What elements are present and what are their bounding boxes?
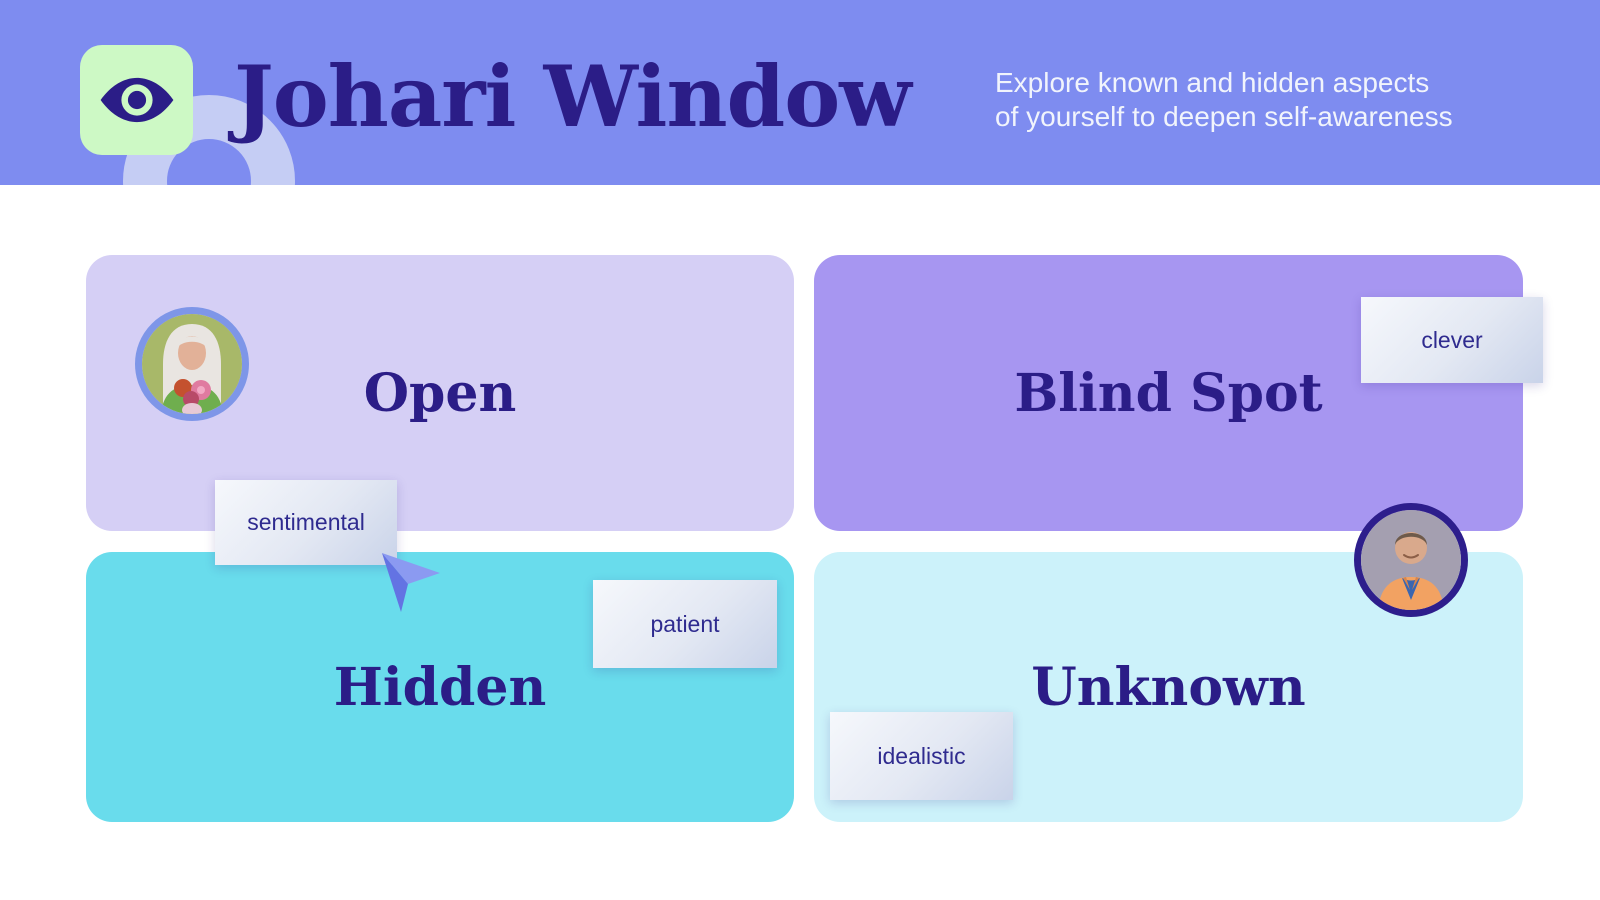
quadrant-hidden-title: Hidden bbox=[333, 656, 547, 718]
note-patient[interactable]: patient bbox=[593, 580, 777, 668]
person-orange-blazer-avatar bbox=[1361, 510, 1461, 610]
page-subtitle: Explore known and hidden aspects of your… bbox=[995, 66, 1453, 134]
page-title: Johari Window bbox=[234, 47, 912, 146]
collaborator-avatar-orange-blazer bbox=[1354, 503, 1468, 617]
page-subtitle-line-2: of yourself to deepen self-awareness bbox=[995, 101, 1453, 132]
quadrant-open-title: Open bbox=[363, 362, 517, 424]
note-sentimental[interactable]: sentimental bbox=[215, 480, 397, 565]
quadrant-unknown-title: Unknown bbox=[1031, 656, 1306, 718]
note-idealistic[interactable]: idealistic bbox=[830, 712, 1013, 800]
eye-icon bbox=[100, 77, 173, 123]
app-logo bbox=[80, 45, 193, 155]
woman-with-flowers-avatar bbox=[142, 314, 242, 414]
quadrant-blind-spot-title: Blind Spot bbox=[1014, 362, 1323, 424]
collaborator-avatar-woman-with-flowers bbox=[135, 307, 249, 421]
collaborator-cursor-icon bbox=[382, 553, 440, 612]
header-banner: Johari Window Explore known and hidden a… bbox=[0, 0, 1600, 185]
note-clever[interactable]: clever bbox=[1361, 297, 1543, 383]
page-subtitle-line-1: Explore known and hidden aspects bbox=[995, 67, 1430, 98]
